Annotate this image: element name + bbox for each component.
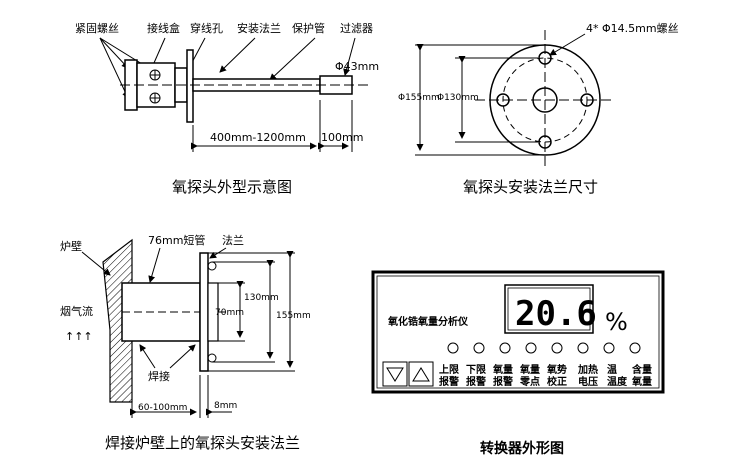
fn-button-label-top[interactable]: 氧势 [546,363,567,376]
indicator-led [551,342,563,354]
label-junction-box: 接线盒 [147,21,180,35]
caption-probe-outline: 氧探头外型示意图 [172,178,292,196]
wall-flange-shape [199,252,209,372]
indicator-led [629,342,641,354]
dim-130: 130mm [244,293,279,303]
indicator-led [525,342,537,354]
label-wall-flange: 法兰 [222,233,244,247]
caption-wall-mount: 焊接炉壁上的氧探头安装法兰 [105,434,300,452]
wall-mount-panel: 炉壁 76mm短管 法兰 烟气流 ↑↑↑ 焊接 70mm 130mm 155mm… [60,233,311,452]
bolt-hole [496,93,510,107]
furnace-wall [102,238,133,403]
dim-filter-len: 100mm [321,131,363,144]
label-flue-gas: 烟气流 [60,304,93,318]
indicator-led [447,342,459,354]
fn-button-label-top[interactable]: 温 [607,363,617,376]
fn-button-label-bottom[interactable]: 校正 [547,375,567,388]
triangle-up-icon [412,367,430,382]
label-bolts: 4* Φ14.5mm螺丝 [586,22,679,35]
label-wall: 炉壁 [60,239,82,253]
label-short-tube: 76mm短管 [148,233,205,247]
dim-length-wall: 60-100mm [138,403,187,413]
fn-button-label-top[interactable]: 含量 [632,363,652,376]
probe-outline-panel: 紧固螺丝 接线盒 穿线孔 安装法兰 保护管 过滤器 Φ43mm [75,21,379,196]
fn-button-label-bottom[interactable]: 电压 [578,375,598,388]
function-buttons: 上限 报警 下限 报警 氧量 报警 氧量 零点 氧势 校正 加热 电压 温 温度… [439,363,652,388]
fn-button-label-top[interactable]: 氧量 [492,363,513,376]
flange-plate [186,49,194,123]
bolt-hole [538,135,552,149]
label-filter: 过滤器 [340,22,373,35]
indicator-led [603,342,615,354]
lcd-reading: 20.6 [515,294,597,334]
lcd-display [504,284,594,334]
fn-button-label-bottom[interactable]: 温度 [607,375,628,388]
label-protect-tube: 保护管 [292,21,325,35]
converter-panel: 氧化锆氧量分析仪 20.6 % 上限 报警 下限 报警 氧量 报警 氧量 [371,270,665,457]
fn-button-label-bottom[interactable]: 零点 [519,375,540,388]
fn-button-label-bottom[interactable]: 报警 [439,375,459,388]
fn-button-label-top[interactable]: 下限 [466,364,487,376]
triangle-down-icon [386,367,404,382]
dim-70: 70mm [215,308,244,318]
indicator-led [473,342,485,354]
indicator-led [577,342,589,354]
dim-filter-dia: Φ43mm [335,60,379,73]
caption-flange-size: 氧探头安装法兰尺寸 [463,178,598,196]
indicator-row [447,342,641,354]
fn-button-label-top[interactable]: 上限 [439,363,460,376]
dim-pitch-dia: Φ130mm [437,93,479,103]
fn-button-label-top[interactable]: 氧量 [519,363,540,376]
label-flange: 安装法兰 [237,21,281,35]
label-screws: 紧固螺丝 [75,22,119,35]
flange-size-panel: 4* Φ14.5mm螺丝 Φ155mm Φ130mm 氧探头安装法兰尺寸 [398,22,679,196]
fn-button-label-top[interactable]: 加热 [577,363,598,376]
up-button[interactable] [408,361,434,387]
dim-length: 400mm-1200mm [210,131,306,144]
unit-symbol: % [605,308,628,336]
dim-thick: 8mm [214,401,237,411]
down-button[interactable] [382,361,408,387]
caption-converter: 转换器外形图 [480,440,564,457]
fn-button-label-bottom[interactable]: 氧量 [631,375,652,388]
flue-arrows: ↑↑↑ [65,330,93,343]
label-weld: 焊接 [148,369,170,383]
dim-155: 155mm [276,311,311,321]
fn-button-label-bottom[interactable]: 报警 [493,375,513,388]
dim-outer-dia: Φ155mm [398,93,440,103]
bolt-hole [580,93,594,107]
bolt-hole [538,51,552,65]
converter-title: 氧化锆氧量分析仪 [387,315,469,328]
fn-button-label-bottom[interactable]: 报警 [466,375,486,388]
indicator-led [499,342,511,354]
label-wire-hole: 穿线孔 [190,21,223,35]
